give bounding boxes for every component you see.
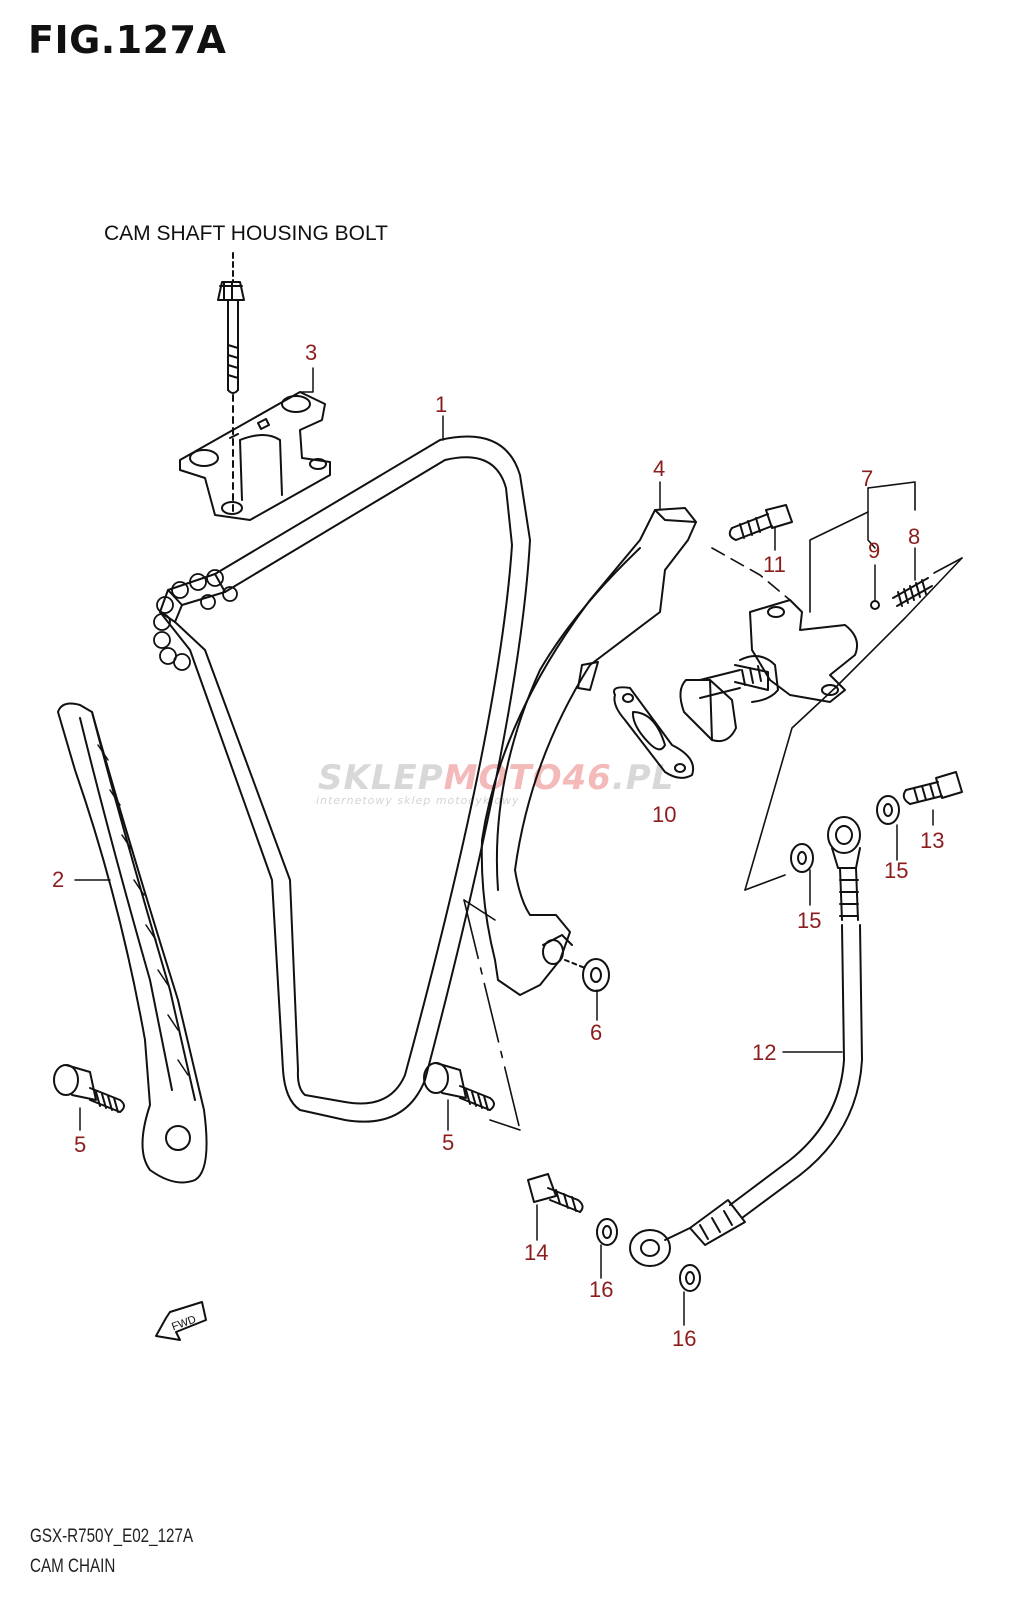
tensioner-assembly xyxy=(679,599,858,743)
figure-code: GSX-R750Y_E02_127A xyxy=(30,1526,194,1547)
guide-bolt-right xyxy=(423,1062,495,1111)
callout-6: 6 xyxy=(590,1020,602,1045)
guide-bolt-left xyxy=(53,1064,125,1113)
callout-7: 7 xyxy=(861,466,873,491)
washer-16-lower xyxy=(679,1264,701,1292)
callout-11: 11 xyxy=(763,552,786,577)
cam-chain xyxy=(153,435,531,1123)
union-bolt-14 xyxy=(527,1173,584,1213)
callout-1: 1 xyxy=(435,392,447,417)
fwd-arrow-icon xyxy=(155,1301,207,1341)
callout-14: 14 xyxy=(524,1240,548,1265)
tensioner-gasket xyxy=(613,686,694,779)
figure-title: FIG.127A xyxy=(28,18,227,62)
callout-10: 10 xyxy=(652,802,676,827)
callout-5-right: 5 xyxy=(442,1130,454,1155)
washer-6 xyxy=(564,958,610,992)
callout-3: 3 xyxy=(305,340,317,365)
watermark: SKLEPMOTO46.PL xyxy=(318,758,675,798)
chain-guide xyxy=(57,702,208,1184)
callout-5-left: 5 xyxy=(74,1132,86,1157)
cam-shaft-housing-bolt xyxy=(217,252,245,394)
washer-15-lower xyxy=(790,843,814,873)
watermark-subtitle: internetowy sklep motocyklowy xyxy=(316,794,520,807)
washer-15-upper xyxy=(876,795,900,825)
tensioner-slipper xyxy=(480,507,697,996)
callout-2: 2 xyxy=(52,867,64,892)
tensioner-ball xyxy=(870,600,880,610)
callout-12: 12 xyxy=(752,1040,776,1065)
callout-9: 9 xyxy=(868,538,880,563)
callout-16-lower: 16 xyxy=(672,1326,696,1351)
callout-15-lower: 15 xyxy=(797,908,821,933)
callout-15-upper: 15 xyxy=(884,858,908,883)
camshaft-bracket xyxy=(179,391,331,521)
union-bolt-13 xyxy=(902,771,963,805)
oil-hose xyxy=(629,816,863,1267)
leader-lines xyxy=(74,367,934,1326)
tensioner-bolt-11 xyxy=(728,504,793,541)
figure-name: CAM CHAIN xyxy=(30,1556,116,1577)
callout-8: 8 xyxy=(908,524,920,549)
callout-13: 13 xyxy=(920,828,944,853)
washer-16-upper xyxy=(596,1218,618,1246)
assembly-lines xyxy=(463,481,963,1131)
callout-4: 4 xyxy=(653,456,665,481)
note-cam-shaft-housing-bolt: CAM SHAFT HOUSING BOLT xyxy=(104,222,388,245)
tensioner-spring xyxy=(892,577,933,607)
callout-16-upper: 16 xyxy=(589,1277,613,1302)
